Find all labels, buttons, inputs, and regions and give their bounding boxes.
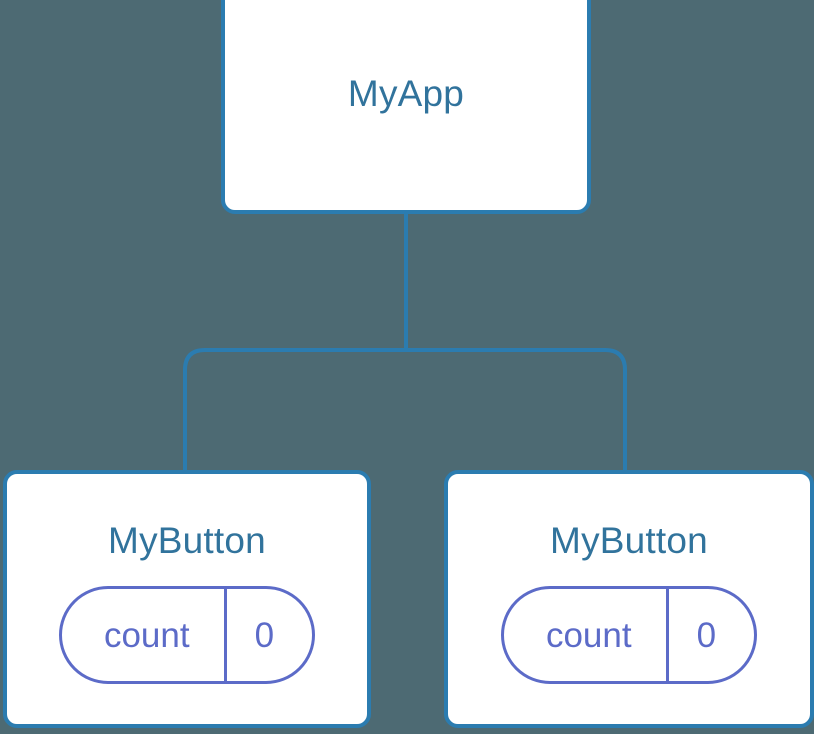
node-mybutton-left[interactable]: MyButton count 0 [3, 470, 371, 728]
state-pill-divider-left [223, 589, 227, 681]
state-pill-key-right: count [545, 615, 632, 655]
edge-branch-bar [183, 348, 627, 470]
node-myapp[interactable]: MyApp [221, 0, 591, 214]
state-pill-key-left: count [103, 615, 190, 655]
state-pill-count-right[interactable]: count 0 [500, 586, 758, 684]
node-mybutton-right-label: MyButton [550, 520, 708, 561]
node-mybutton-left-label: MyButton [108, 520, 266, 561]
state-pill-count-left[interactable]: count 0 [58, 586, 316, 684]
state-pill-value-left: 0 [254, 615, 275, 655]
node-mybutton-right[interactable]: MyButton count 0 [444, 470, 814, 728]
node-myapp-label: MyApp [347, 72, 465, 114]
state-pill-divider-right [665, 589, 669, 681]
state-pill-value-right: 0 [696, 615, 717, 655]
